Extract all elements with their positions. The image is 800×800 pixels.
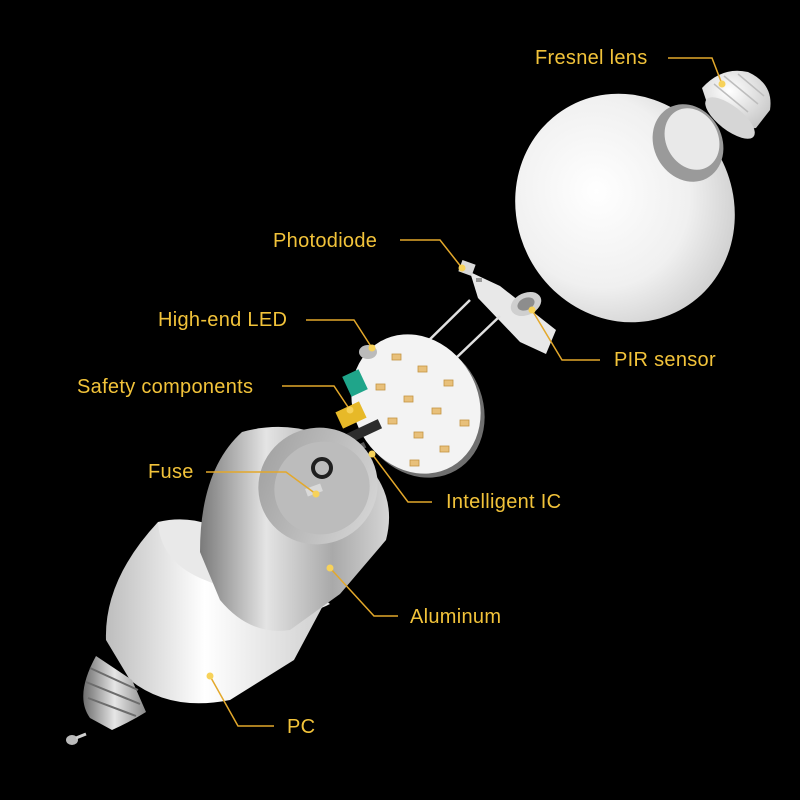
dot-aluminum xyxy=(326,564,334,572)
photodiode-part xyxy=(458,259,482,282)
dot-fuse xyxy=(312,490,320,498)
dot-fresnel-lens xyxy=(718,80,726,88)
dot-high-end-led xyxy=(368,344,376,352)
dot-safety-components xyxy=(346,406,354,414)
leader-safety-components xyxy=(282,385,351,411)
fuse-part xyxy=(305,457,333,497)
label-pc: PC xyxy=(287,716,316,738)
safety-components-part xyxy=(335,369,368,429)
leader-pc xyxy=(209,675,274,727)
leader-dots xyxy=(206,80,726,680)
leader-lines xyxy=(206,57,723,727)
screw-base xyxy=(83,656,146,730)
contact-pin xyxy=(66,732,87,745)
label-aluminum: Aluminum xyxy=(410,606,502,628)
label-safety-components: Safety components xyxy=(77,376,254,398)
leader-pir-sensor xyxy=(531,309,600,361)
dot-pir-sensor xyxy=(528,306,536,314)
dot-pc xyxy=(206,672,214,680)
leader-intelligent-ic xyxy=(371,453,432,503)
leader-photodiode xyxy=(400,239,463,269)
label-photodiode: Photodiode xyxy=(273,230,378,252)
pir-sensor-part xyxy=(470,272,556,354)
bulb-globe xyxy=(515,93,735,323)
dot-photodiode xyxy=(458,264,466,272)
label-fuse: Fuse xyxy=(148,461,194,483)
leader-aluminum xyxy=(329,567,398,617)
dot-intelligent-ic xyxy=(368,450,376,458)
label-intelligent-ic: Intelligent IC xyxy=(446,491,562,513)
leader-high-end-led xyxy=(306,319,373,349)
leader-fuse xyxy=(206,471,317,495)
led-board xyxy=(351,334,485,478)
label-fresnel-lens: Fresnel lens xyxy=(535,47,648,69)
label-pir-sensor: PIR sensor xyxy=(614,349,716,371)
leader-fresnel-lens xyxy=(668,57,723,85)
label-high-end-led: High-end LED xyxy=(158,309,288,331)
